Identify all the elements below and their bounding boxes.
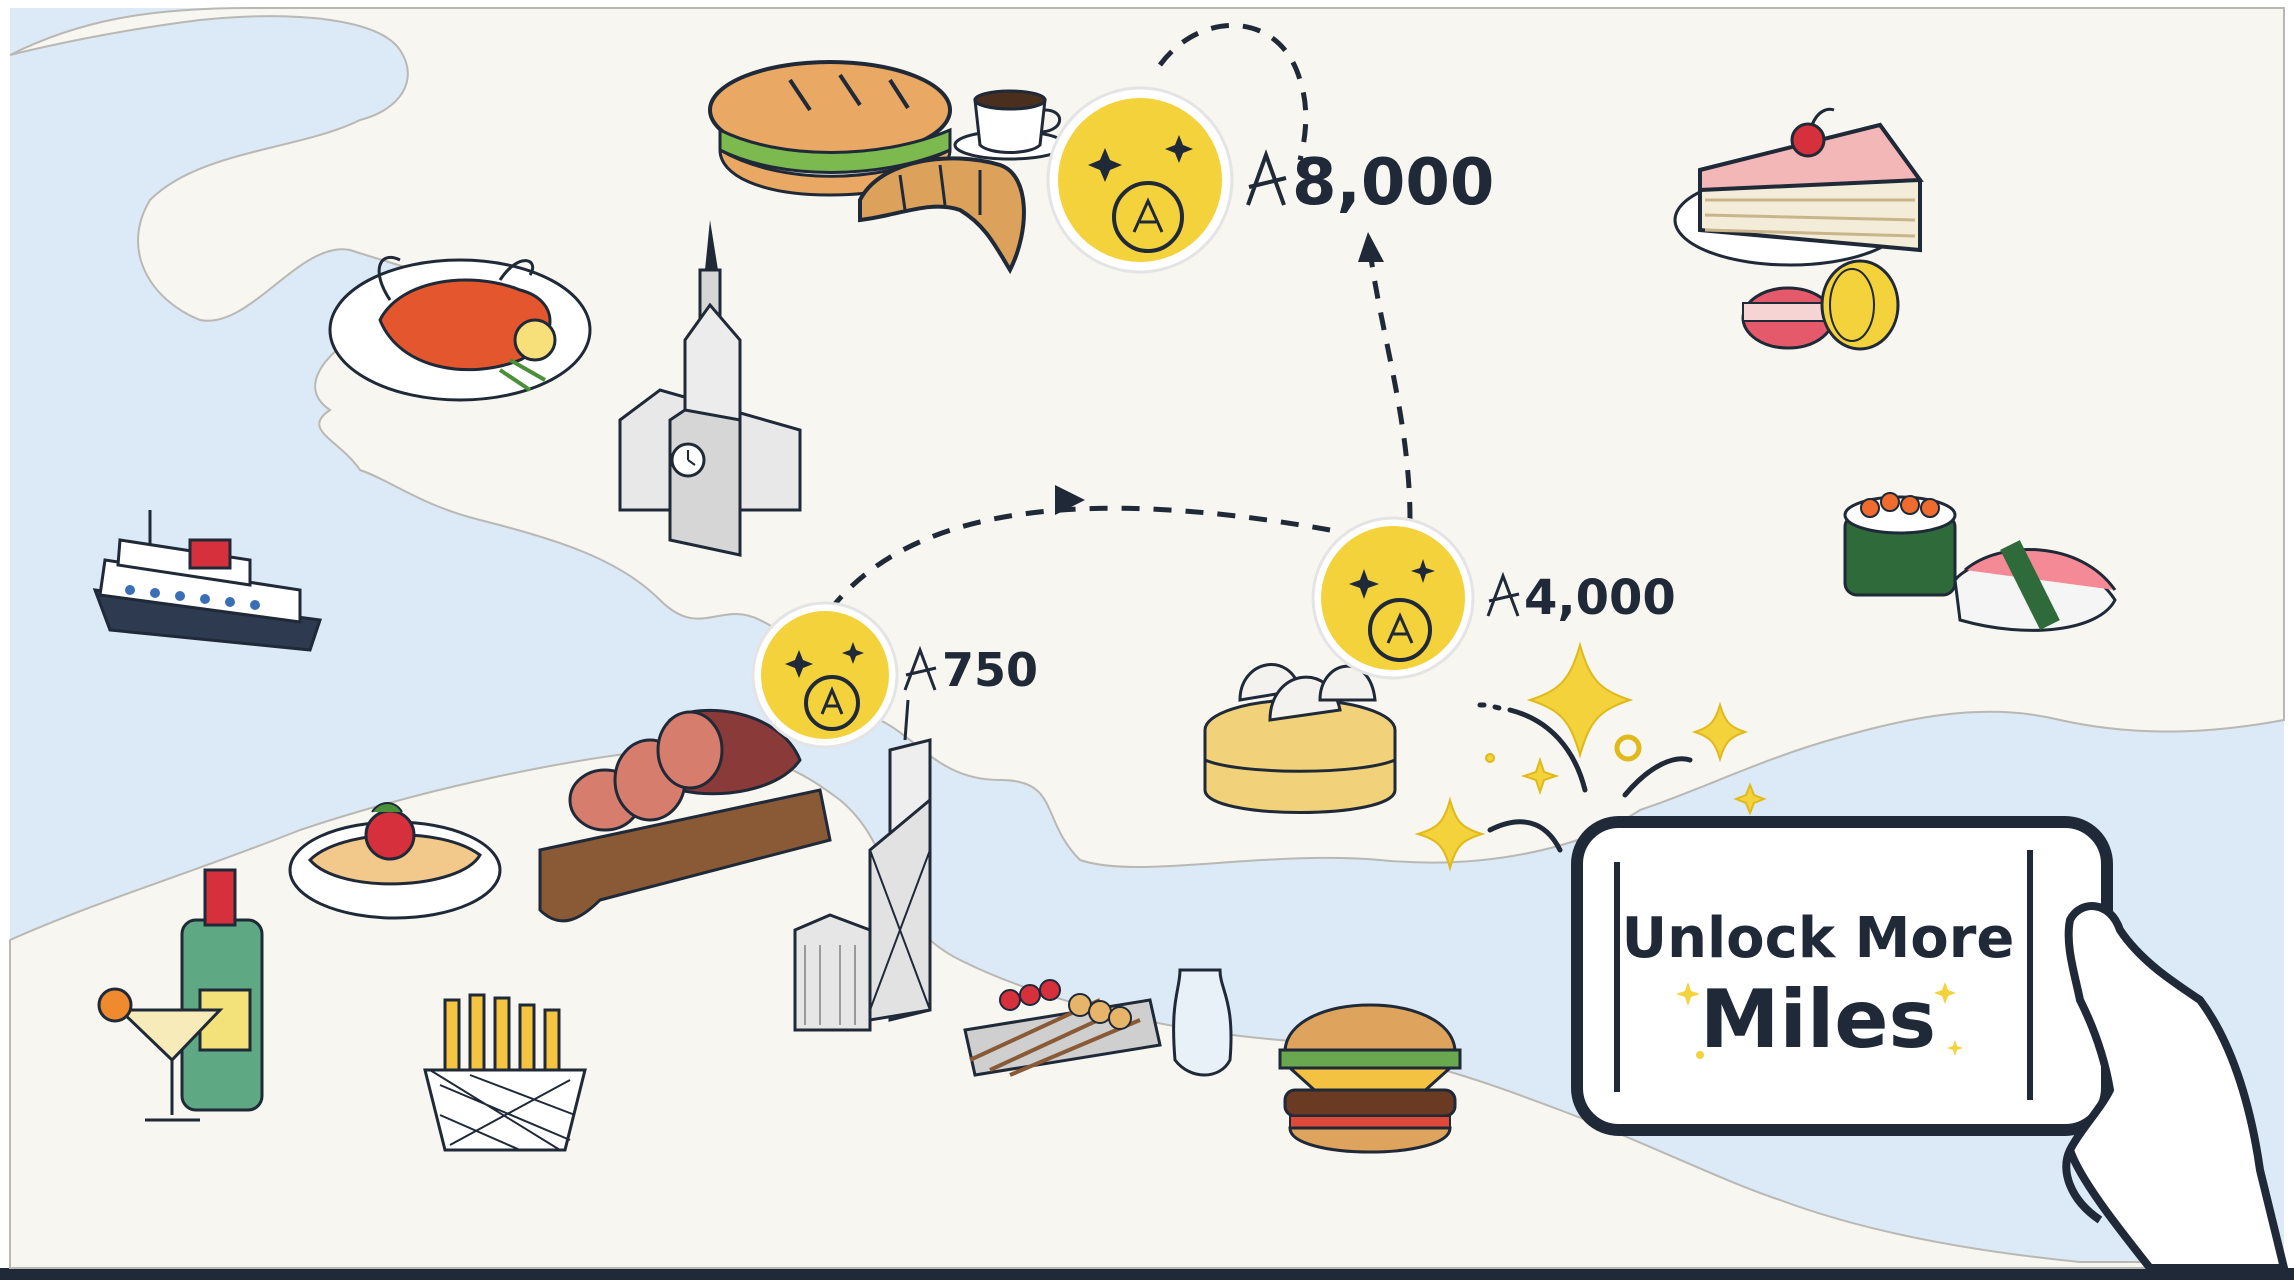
route-arrow-2-icon <box>1358 232 1384 262</box>
burst-lines-decoration <box>1477 702 1693 853</box>
bottom-bar <box>0 1268 2294 1280</box>
asia-miles-symbol-icon <box>1246 149 1287 206</box>
phone-title-line1: Unlock More <box>1622 906 2015 971</box>
milestone-label-8000: 8,000 <box>1246 146 1494 220</box>
milestone-coin-8000 <box>1046 86 1234 274</box>
asia-miles-symbol-icon <box>903 645 937 691</box>
milestone-label-4000: 4,000 <box>1486 570 1676 626</box>
ferry-illustration <box>92 510 322 652</box>
burger-illustration <box>1278 1003 1462 1154</box>
skewers-illustration <box>963 968 1233 1077</box>
milestone-coin-750 <box>751 601 899 749</box>
macaron-illustration <box>1741 259 1900 351</box>
route-arrow-1-icon <box>1055 485 1085 515</box>
milestone-coin-4000 <box>1311 516 1475 680</box>
coffee-cup-illustration <box>953 89 1067 161</box>
phone-illustration <box>1571 816 2288 1272</box>
fries-illustration <box>423 993 587 1152</box>
sushi-illustration <box>1843 492 2117 632</box>
lobster-illustration <box>328 256 592 402</box>
cake-illustration <box>1673 107 1924 267</box>
drinks-illustration <box>97 868 264 1122</box>
route-dashed-path <box>828 22 1413 612</box>
skyscraper-illustration <box>793 699 932 1032</box>
milestone-label-750: 750 <box>903 643 1038 697</box>
asia-miles-symbol-icon <box>1486 571 1520 617</box>
phone-sparkles-decoration <box>1676 982 1963 1059</box>
sandwich-illustration <box>708 60 952 197</box>
pasta-illustration <box>288 802 502 920</box>
milestone-value: 8,000 <box>1292 146 1494 220</box>
phone-title-line2: Miles <box>1700 973 1936 1066</box>
milestone-value: 4,000 <box>1524 570 1676 626</box>
hand-illustration <box>2064 902 2288 1272</box>
milestone-value: 750 <box>942 643 1038 697</box>
clock-tower-illustration <box>618 220 802 557</box>
roast-meat-illustration <box>538 708 832 923</box>
croissant-illustration <box>858 156 1026 275</box>
sparkles-decoration <box>1414 641 1767 872</box>
dim-sum-illustration <box>1203 663 1397 814</box>
